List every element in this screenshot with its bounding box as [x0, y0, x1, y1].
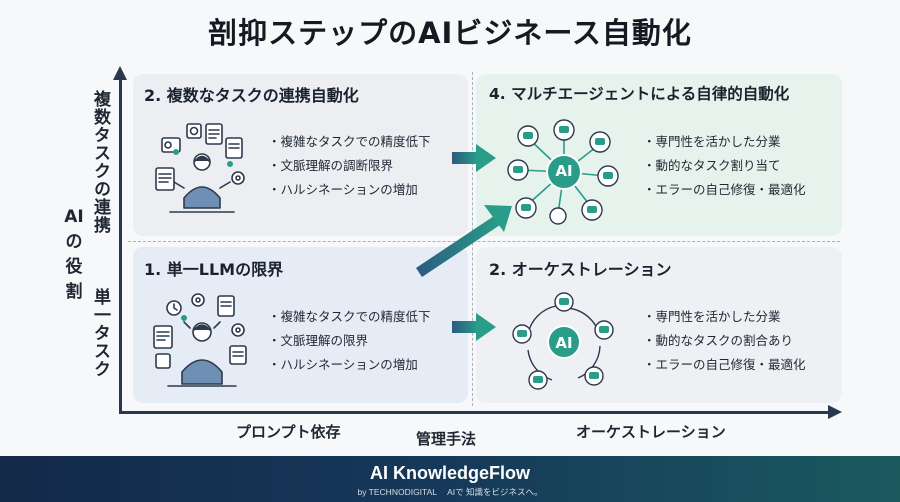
x-axis-line: [119, 411, 831, 414]
bullet-item: 専門性を活かした分業: [643, 130, 806, 154]
x-axis-main-label: 管理手法: [416, 430, 477, 448]
horizontal-divider: [128, 241, 840, 242]
quadrant-bottom-left-title: 1. 単一LLMの限界: [144, 260, 284, 279]
bullet-item: エラーの自己修復・最適化: [643, 178, 806, 202]
bullet-item: 複雑なタスクでの精度低下: [268, 130, 431, 154]
x-axis-right-label: オーケストレーション: [576, 423, 726, 441]
bullet-item: 複雑なタスクでの精度低下: [268, 305, 431, 329]
y-axis-line: [119, 78, 122, 414]
quadrant-bottom-right-title: 2. オーケストレーション: [489, 260, 672, 279]
vertical-divider: [472, 72, 473, 406]
quadrant-top-left-bullets: 複雑なタスクでの精度低下 文脈理解の調断限界 ハルシネーションの増加: [268, 130, 431, 202]
quadrant-bottom-right-bullets: 専門性を活かした分業 動的なタスクの割合あり エラーの自己修復・最適化: [643, 305, 806, 377]
footer-brand: AI KnowledgeFlow: [370, 463, 530, 483]
quadrant-top-right-title: 4. マルチエージェントによる自律的自動化: [489, 85, 790, 103]
multitask-person-illustration: [155, 123, 245, 213]
footer-bar: [0, 456, 900, 502]
bullet-item: 動的なタスク割り当て: [643, 154, 806, 178]
x-axis-arrowhead: [828, 405, 842, 419]
quadrant-bottom-left-bullets: 複雑なタスクでの精度低下 文脈理解の限界 ハルシネーションの増加: [268, 305, 431, 377]
bullet-item: ハルシネーションの増加: [268, 178, 431, 202]
hub-label-top: AI: [555, 162, 573, 180]
bullet-item: 専門性を活かした分業: [643, 305, 806, 329]
multi-agent-network-illustration: [507, 119, 619, 225]
y-axis-main-label: AIの役割: [54, 205, 94, 305]
quadrant-top-right-bullets: 専門性を活かした分業 動的なタスク割り当て エラーの自己修復・最適化: [643, 130, 806, 202]
quadrant-top-left-title: 2. 複数なタスクの連携自動化: [144, 86, 359, 105]
bullet-item: ハルシネーションの増加: [268, 353, 431, 377]
bullet-item: 動的なタスクの割合あり: [643, 329, 806, 353]
stressed-person-illustration: [153, 293, 247, 387]
bullet-item: エラーの自己修復・最適化: [643, 353, 806, 377]
y-axis-main-label-text: AIの役割: [64, 207, 84, 302]
hub-label-bottom: AI: [555, 334, 573, 352]
bullet-item: 文脈理解の調断限界: [268, 154, 431, 178]
page-title: 剖抑ステップのAIビジネース自動化: [208, 16, 692, 50]
bullet-item: 文脈理解の限界: [268, 329, 431, 353]
y-axis-bottom-label: 単一タスク: [90, 288, 110, 378]
y-axis-top-label: 複数タスクの連携: [90, 90, 110, 234]
y-axis-arrowhead: [113, 66, 127, 80]
orchestration-cycle-illustration: [512, 292, 614, 390]
x-axis-left-label: プロンプト依存: [236, 423, 341, 441]
footer-tagline: by TECHNODIGITAL AIで 知識をビジネスへ。: [357, 487, 543, 497]
